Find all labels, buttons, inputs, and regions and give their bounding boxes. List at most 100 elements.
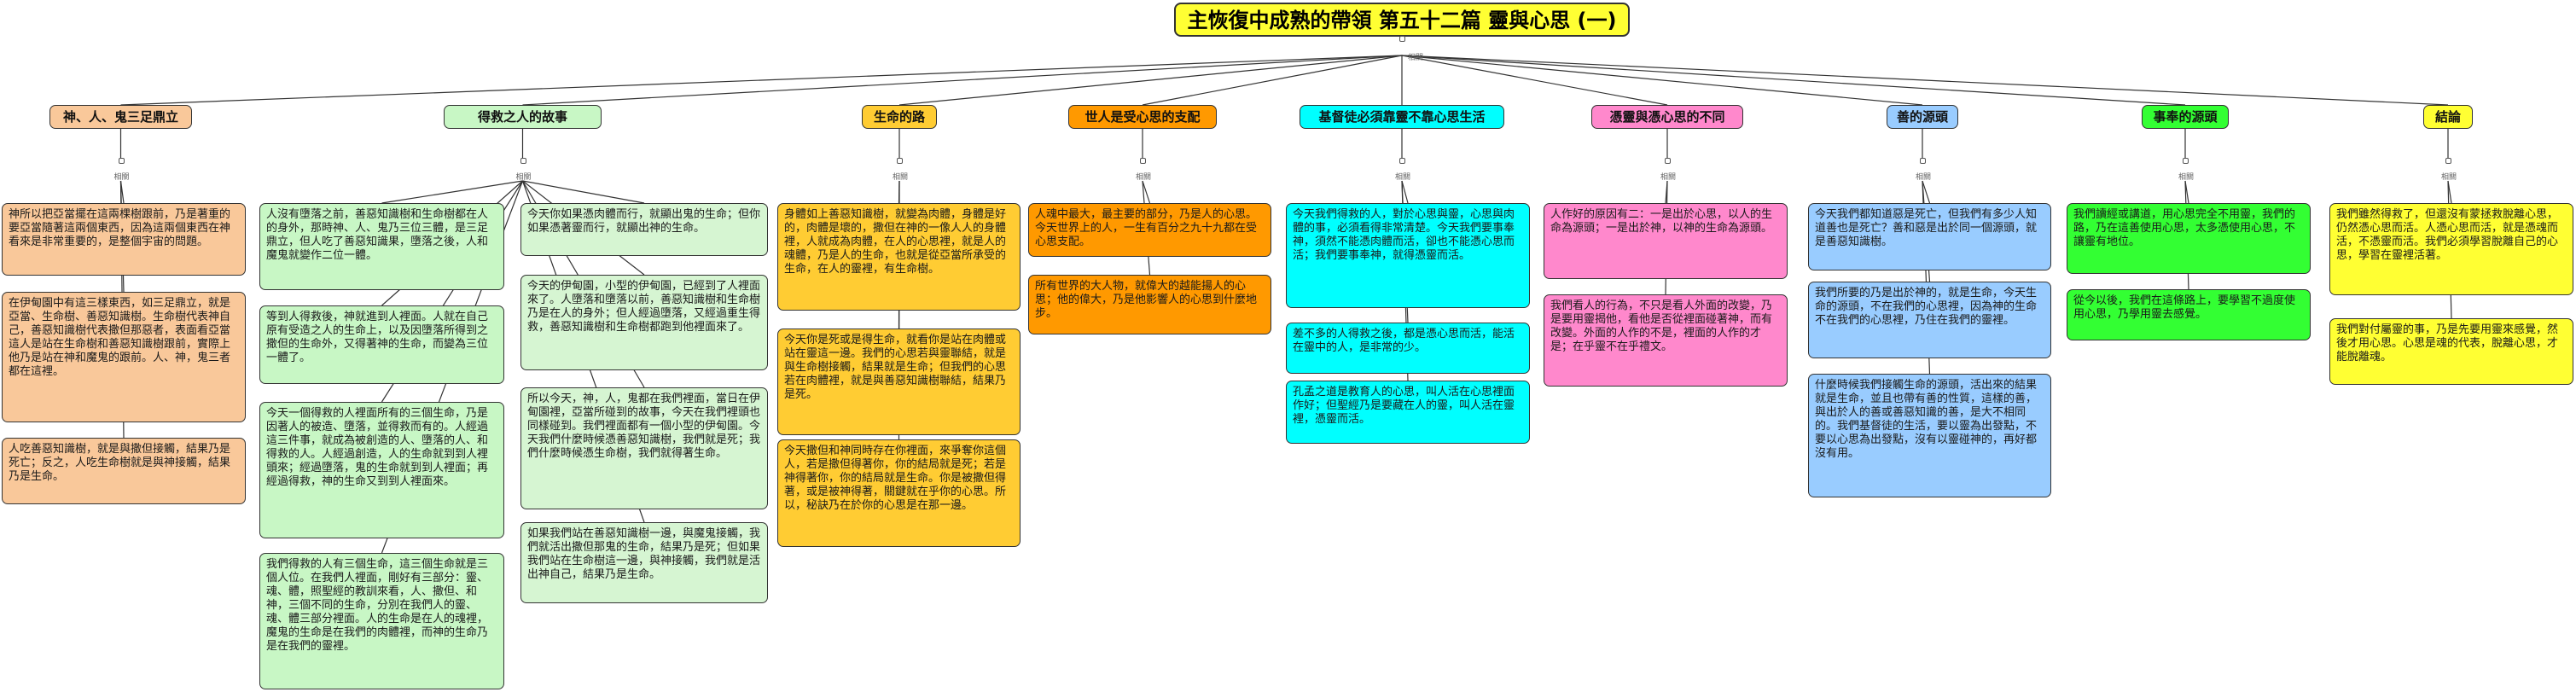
note-text: 我們雖然得救了，但還沒有蒙拯救脫離心思，仍然憑心思而活。人憑心思而活，就是憑魂而… <box>2336 208 2559 262</box>
branch-title: 結論 <box>2434 109 2461 125</box>
note-text: 孔孟之道是教育人的心思，叫人活在心思裡面作好；但聖經乃是要藏在人的靈，叫人活在靈… <box>1293 386 1515 426</box>
branch-title: 生命的路 <box>873 109 925 125</box>
branch-connector-label: 相關 <box>1660 173 1677 182</box>
note-text: 我們看人的行為，不只是看人外面的改變，乃是要用靈揭他，看他是否從裡面碰著神，而有… <box>1550 299 1773 353</box>
branch-topic-b7[interactable]: 善的源頭 <box>1887 105 1958 129</box>
branch-connector-handle[interactable] <box>118 158 125 164</box>
note-text: 今天你是死或是得生命，就看你是站在肉體或站在靈這一邊。我們的心思若與靈聯結，就是… <box>784 334 1007 401</box>
note-node[interactable]: 所有世界的大人物，就偉大的越能揚人的心思；他的偉大，乃是他影響人的心思到什麼地步… <box>1028 275 1271 334</box>
note-node[interactable]: 如果我們站在善惡知識樹一邊，與魔鬼接觸，我們就活出撒但那鬼的生命，結果乃是死；但… <box>520 522 768 603</box>
branch-title: 憑靈與憑心思的不同 <box>1609 109 1725 125</box>
branch-connector-handle[interactable] <box>1399 158 1405 164</box>
branch-connector-handle[interactable] <box>2183 158 2189 164</box>
note-node[interactable]: 我們雖然得救了，但還沒有蒙拯救脫離心思，仍然憑心思而活。人憑心思而活，就是憑魂而… <box>2329 203 2573 295</box>
note-node[interactable]: 今天你如果憑肉體而行，就顯出鬼的生命；但你如果憑著靈而行，就顯出神的生命。 <box>520 203 768 256</box>
branch-title: 事奉的源頭 <box>2153 109 2218 125</box>
note-node[interactable]: 神所以把亞當擺在這兩棵樹跟前，乃是著重的要亞當隨著這兩個東西，因為這兩個東西在神… <box>2 203 246 276</box>
branch-topic-b9[interactable]: 結論 <box>2423 105 2473 129</box>
branch-connector-handle[interactable] <box>520 158 526 164</box>
note-node[interactable]: 差不多的人得救之後，都是憑心思而活，能活在靈中的人，是非常的少。 <box>1286 323 1530 374</box>
root-to-branch-line <box>1401 55 2186 106</box>
note-text: 差不多的人得救之後，都是憑心思而活，能活在靈中的人，是非常的少。 <box>1293 328 1515 354</box>
note-node[interactable]: 什麼時候我們接觸生命的源頭，活出來的結果就是生命，並且也帶有善的性質，這樣的善，… <box>1808 374 2051 497</box>
root-to-branch-line <box>120 55 1403 106</box>
note-node[interactable]: 今天我們得救的人，對於心思與靈，心思與肉體的事，必須看得非常清楚。今天我們要事奉… <box>1286 203 1530 308</box>
note-node[interactable]: 身體如上善惡知識樹，就變為肉體，身體是好的，肉體是壞的，撒但在神的一像人人的身體… <box>777 203 1021 311</box>
note-text: 今天我們都知道惡是死亡，但我們有多少人知道善也是死亡？善和惡是出於同一個源頭，就… <box>1815 208 2038 248</box>
branch-topic-b1[interactable]: 神、人、鬼三足鼎立 <box>49 105 192 129</box>
note-text: 什麼時候我們接觸生命的源頭，活出來的結果就是生命，並且也帶有善的性質，這樣的善，… <box>1815 379 2038 460</box>
note-node[interactable]: 今天的伊甸園，小型的伊甸園，已經到了人裡面來了。人墮落和墮落以前，善惡知識樹和生… <box>520 275 768 370</box>
branch-to-note-line <box>1922 180 1931 204</box>
note-node[interactable]: 人作好的原因有二：一是出於心思，以人的生命為源頭；一是出於神，以神的生命為源頭。 <box>1544 203 1788 279</box>
branch-connector-label: 相關 <box>2441 173 2457 182</box>
note-text: 今天的伊甸園，小型的伊甸園，已經到了人裡面來了。人墮落和墮落以前，善惡知識樹和生… <box>527 280 761 334</box>
branch-to-note-line <box>522 180 645 204</box>
note-text: 神所以把亞當擺在這兩棵樹跟前，乃是著重的要亞當隨著這兩個東西，因為這兩個東西在神… <box>9 208 231 248</box>
note-node[interactable]: 今天你是死或是得生命，就看你是站在肉體或站在靈這一邊。我們的心思若與靈聯結，就是… <box>777 329 1021 435</box>
branch-connector-label: 相關 <box>1395 173 1411 182</box>
branch-connector-label: 相關 <box>515 173 532 182</box>
branch-title: 基督徒必須靠靈不靠心思生活 <box>1318 109 1486 125</box>
branch-topic-b6[interactable]: 憑靈與憑心思的不同 <box>1591 105 1743 129</box>
branch-connector-handle[interactable] <box>1140 158 1146 164</box>
note-text: 今天你如果憑肉體而行，就顯出鬼的生命；但你如果憑著靈而行，就顯出神的生命。 <box>527 208 761 235</box>
branch-connector-handle[interactable] <box>2445 158 2451 164</box>
branch-topic-b2[interactable]: 得救之人的故事 <box>444 105 602 129</box>
note-node[interactable]: 今天撒但和神同時存在你裡面，來爭奪你這個人，若是撒但得著你，你的結局就是死；若是… <box>777 439 1021 547</box>
note-node[interactable]: 人沒有墮落之前，善惡知識樹和生命樹都在人的身外，那時神、人、鬼乃三位三體，是三足… <box>259 203 504 290</box>
branch-to-note-line <box>381 180 523 204</box>
root-title: 主恢復中成熟的帶領 第五十二篇 靈與心思 (一) <box>1187 9 1617 32</box>
root-to-branch-line <box>1142 55 1403 106</box>
root-to-branch-line <box>1401 55 2449 106</box>
branch-connector-handle[interactable] <box>897 158 903 164</box>
root-topic[interactable]: 主恢復中成熟的帶領 第五十二篇 靈與心思 (一) <box>1174 3 1630 37</box>
branch-to-note-line <box>1142 180 1151 204</box>
note-node[interactable]: 等到人得救後，神就進到人裡面。人就在自己原有受造之人的生命上，以及因墮落所得到之… <box>259 305 504 384</box>
root-to-branch-line <box>1401 55 1923 106</box>
root-connector-label: 相關 <box>1408 54 1424 62</box>
note-text: 我們得救的人有三個生命，這三個生命就是三個人位。在我們人裡面，剛好有三部分：靈、… <box>266 558 489 653</box>
branch-topic-b3[interactable]: 生命的路 <box>862 105 937 129</box>
branch-connector-label: 相關 <box>2178 173 2195 182</box>
note-text: 人魂中最大，最主要的部分，乃是人的心思。今天世界上的人，一生有百分之九十九都在受… <box>1035 208 1258 248</box>
note-node[interactable]: 我們對付屬靈的事，乃是先要用靈來感覺，然後才用心思。心思是魂的代表，脫離心思，才… <box>2329 318 2573 385</box>
root-to-branch-line <box>1401 55 1668 106</box>
note-text: 等到人得救後，神就進到人裡面。人就在自己原有受造之人的生命上，以及因墮落所得到之… <box>266 311 489 364</box>
note-text: 如果我們站在善惡知識樹一邊，與魔鬼接觸，我們就活出撒但那鬼的生命，結果乃是死；但… <box>527 527 761 581</box>
note-node[interactable]: 從今以後，我們在這條路上，要學習不過度使用心思，乃學用靈去感覺。 <box>2067 289 2311 340</box>
note-node[interactable]: 我們看人的行為，不只是看人外面的改變，乃是要用靈揭他，看他是否從裡面碰著神，而有… <box>1544 294 1788 387</box>
branch-connector-label: 相關 <box>1136 173 1152 182</box>
note-node[interactable]: 今天一個得救的人裡面所有的三個生命，乃是因著人的被造、墮落，並得救而有的。人經過… <box>259 402 504 538</box>
branch-title: 神、人、鬼三足鼎立 <box>62 109 178 125</box>
branch-title: 世人是受心思的支配 <box>1084 109 1201 125</box>
note-node[interactable]: 我們所要的乃是出於神的，就是生命，今天生命的源頭，不在我們的心思裡，因為神的生命… <box>1808 282 2051 358</box>
note-text: 所有世界的大人物，就偉大的越能揚人的心思；他的偉大，乃是他影響人的心思到什麼地步… <box>1035 280 1258 320</box>
note-text: 人沒有墮落之前，善惡知識樹和生命樹都在人的身外，那時神、人、鬼乃三位三體，是三足… <box>266 208 489 262</box>
branch-connector-handle[interactable] <box>1665 158 1671 164</box>
note-node[interactable]: 我們讀經或講道，用心思完全不用靈，我們的路，乃在這善使用心思，太多憑使用心思，不… <box>2067 203 2311 274</box>
branch-connector-label: 相關 <box>113 173 130 182</box>
note-node[interactable]: 人吃善惡知識樹，就是與撒但接觸，結果乃是死亡；反之，人吃生命樹就是與神接觸，結果… <box>2 438 246 504</box>
note-text: 我們對付屬靈的事，乃是先要用靈來感覺，然後才用心思。心思是魂的代表，脫離心思，才… <box>2336 323 2559 363</box>
root-to-branch-line <box>898 55 1403 106</box>
branch-connector-label: 相關 <box>1916 173 1932 182</box>
branch-topic-b4[interactable]: 世人是受心思的支配 <box>1068 105 1217 129</box>
branch-title: 善的源頭 <box>1896 109 1948 125</box>
note-node[interactable]: 在伊甸園中有這三樣東西，如三足鼎立，就是亞當、生命樹、善惡知識樹。生命樹代表神自… <box>2 292 246 422</box>
note-text: 在伊甸園中有這三樣東西，如三足鼎立，就是亞當、生命樹、善惡知識樹。生命樹代表神自… <box>9 297 231 378</box>
branch-to-note-line <box>1401 180 1409 204</box>
root-connector-handle[interactable] <box>1399 36 1405 42</box>
note-node[interactable]: 我們得救的人有三個生命，這三個生命就是三個人位。在我們人裡面，剛好有三部分：靈、… <box>259 553 504 689</box>
note-text: 人作好的原因有二：一是出於心思，以人的生命為源頭；一是出於神，以神的生命為源頭。 <box>1550 208 1773 235</box>
note-node[interactable]: 所以今天，神，人，鬼都在我們裡面，當日在伊甸園裡，亞當所碰到的故事，今天在我們裡… <box>520 387 768 509</box>
note-text: 所以今天，神，人，鬼都在我們裡面，當日在伊甸園裡，亞當所碰到的故事，今天在我們裡… <box>527 393 761 460</box>
note-node[interactable]: 今天我們都知道惡是死亡，但我們有多少人知道善也是死亡？善和惡是出於同一個源頭，就… <box>1808 203 2051 270</box>
note-text: 今天一個得救的人裡面所有的三個生命，乃是因著人的被造、墮落，並得救而有的。人經過… <box>266 407 489 488</box>
note-node[interactable]: 人魂中最大，最主要的部分，乃是人的心思。今天世界上的人，一生有百分之九十九都在受… <box>1028 203 1271 257</box>
branch-topic-b5[interactable]: 基督徒必須靠靈不靠心思生活 <box>1300 105 1504 129</box>
branch-topic-b8[interactable]: 事奉的源頭 <box>2142 105 2229 129</box>
branch-connector-handle[interactable] <box>1920 158 1926 164</box>
note-text: 身體如上善惡知識樹，就變為肉體，身體是好的，肉體是壞的，撒但在神的一像人人的身體… <box>784 208 1007 276</box>
note-node[interactable]: 孔孟之道是教育人的心思，叫人活在心思裡面作好；但聖經乃是要藏在人的靈，叫人活在靈… <box>1286 381 1530 444</box>
